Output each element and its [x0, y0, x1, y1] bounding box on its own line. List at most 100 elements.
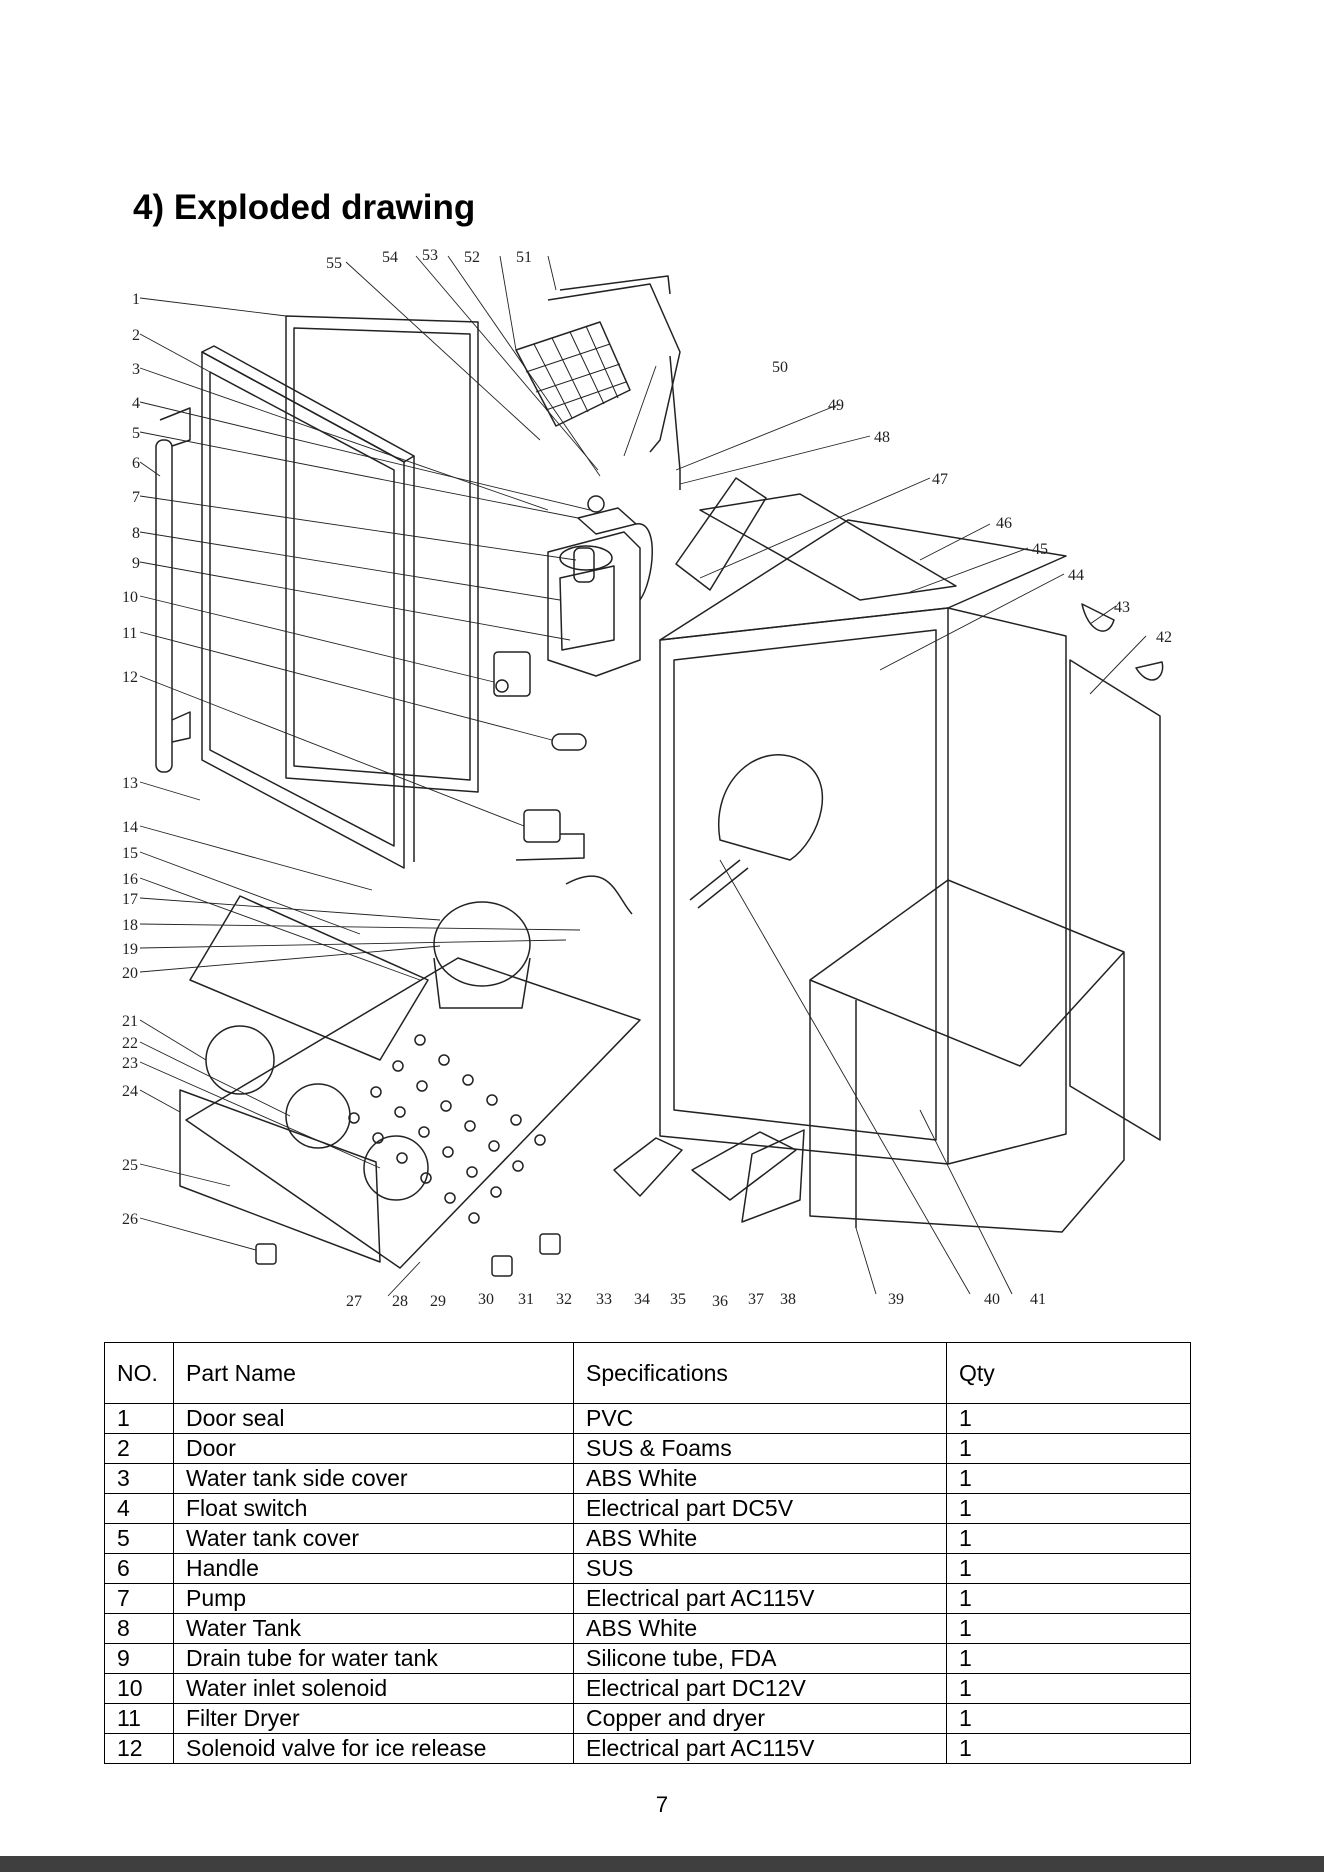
callout-47: 47 — [932, 471, 948, 488]
door — [201, 351, 405, 869]
callout-19: 19 — [122, 941, 138, 958]
foot-hinge-left — [1081, 603, 1115, 632]
handle — [155, 439, 173, 773]
callout-11: 11 — [122, 625, 137, 642]
filter-dryer — [551, 733, 587, 751]
fan-frame — [189, 895, 429, 1061]
door-seal — [285, 315, 479, 793]
top-cover — [675, 477, 767, 591]
callout-20: 20 — [122, 965, 138, 982]
page-number: 7 — [655, 1792, 669, 1817]
callout-7: 7 — [132, 489, 140, 506]
fan — [205, 1025, 275, 1095]
callout-10: 10 — [122, 589, 138, 606]
callout-45: 45 — [1032, 541, 1048, 558]
callout-4: 4 — [132, 395, 140, 412]
evaporator-frame — [547, 283, 681, 453]
cell-qty: 1 — [946, 1733, 1191, 1764]
col-header-qty: Qty — [946, 1342, 1191, 1404]
callout-38: 38 — [780, 1291, 796, 1308]
section-heading: 4) Exploded drawing — [133, 188, 476, 227]
table-header-row: NO. Part Name Specifications Qty — [104, 1342, 1191, 1404]
cell-no: 4 — [104, 1493, 174, 1524]
callout-24: 24 — [122, 1083, 138, 1100]
callout-31: 31 — [518, 1291, 534, 1308]
callout-37: 37 — [748, 1291, 764, 1308]
cell-part-name: Float switch — [173, 1493, 574, 1524]
callout-42: 42 — [1156, 629, 1172, 646]
control-box — [691, 1131, 797, 1201]
bottom-border — [0, 1856, 1324, 1872]
water-tank — [547, 531, 641, 677]
cell-no: 6 — [104, 1553, 174, 1584]
cell-part-name: Filter Dryer — [173, 1703, 574, 1734]
cell-qty: 1 — [946, 1583, 1191, 1614]
cell-part-name: Water tank side cover — [173, 1463, 574, 1494]
callout-33: 33 — [596, 1291, 612, 1308]
callout-15: 15 — [122, 845, 138, 862]
callout-25: 25 — [122, 1157, 138, 1174]
cell-qty: 1 — [946, 1463, 1191, 1494]
cell-part-name: Pump — [173, 1583, 574, 1614]
cell-qty: 1 — [946, 1553, 1191, 1584]
callout-40: 40 — [984, 1291, 1000, 1308]
callout-46: 46 — [996, 515, 1012, 532]
cell-no: 8 — [104, 1613, 174, 1644]
cell-specifications: SUS — [573, 1553, 947, 1584]
cell-part-name: Solenoid valve for ice release — [173, 1733, 574, 1764]
cell-specifications: SUS & Foams — [573, 1433, 947, 1464]
cell-qty: 1 — [946, 1673, 1191, 1704]
callout-32: 32 — [556, 1291, 572, 1308]
callout-2: 2 — [132, 327, 140, 344]
ice-bin — [809, 879, 1125, 1233]
col-header-specifications: Specifications — [573, 1342, 947, 1404]
cell-qty: 1 — [946, 1643, 1191, 1674]
cell-specifications: Copper and dryer — [573, 1703, 947, 1734]
cell-part-name: Drain tube for water tank — [173, 1643, 574, 1674]
callout-29: 29 — [430, 1293, 446, 1310]
callout-49: 49 — [828, 397, 844, 414]
callout-44: 44 — [1068, 567, 1084, 584]
callout-35: 35 — [670, 1291, 686, 1308]
cell-part-name: Door seal — [173, 1403, 574, 1434]
callout-52: 52 — [464, 249, 480, 266]
cell-part-name: Door — [173, 1433, 574, 1464]
col-header-part-name: Part Name — [173, 1342, 574, 1404]
parts-table: NO. Part Name Specifications Qty 1 Door s… — [104, 1342, 1191, 1764]
ice-release-solenoid — [523, 809, 561, 843]
callout-41: 41 — [1030, 1291, 1046, 1308]
callout-6: 6 — [132, 455, 140, 472]
power-cord — [565, 875, 633, 915]
cell-qty: 1 — [946, 1433, 1191, 1464]
callout-3: 3 — [132, 361, 140, 378]
cell-part-name: Water tank cover — [173, 1523, 574, 1554]
callout-36: 36 — [712, 1293, 728, 1310]
control-board — [613, 1137, 683, 1197]
foot-hinge-right — [1135, 661, 1164, 681]
callout-18: 18 — [122, 917, 138, 934]
callout-8: 8 — [132, 525, 140, 542]
callout-5: 5 — [132, 425, 140, 442]
callout-14: 14 — [122, 819, 138, 836]
cell-qty: 1 — [946, 1613, 1191, 1644]
ice-scoop — [718, 754, 824, 861]
cell-specifications: ABS White — [573, 1463, 947, 1494]
float-switch — [577, 507, 637, 535]
cell-qty: 1 — [946, 1703, 1191, 1734]
cell-specifications: Electrical part AC115V — [573, 1733, 947, 1764]
cell-specifications: ABS White — [573, 1523, 947, 1554]
callout-9: 9 — [132, 555, 140, 572]
callout-51: 51 — [516, 249, 532, 266]
cabinet — [659, 607, 1067, 1165]
cell-qty: 1 — [946, 1403, 1191, 1434]
evaporator — [515, 321, 631, 427]
callout-27: 27 — [346, 1293, 362, 1310]
cell-no: 3 — [104, 1463, 174, 1494]
callout-26: 26 — [122, 1211, 138, 1228]
callout-1: 1 — [132, 291, 140, 308]
cell-qty: 1 — [946, 1493, 1191, 1524]
